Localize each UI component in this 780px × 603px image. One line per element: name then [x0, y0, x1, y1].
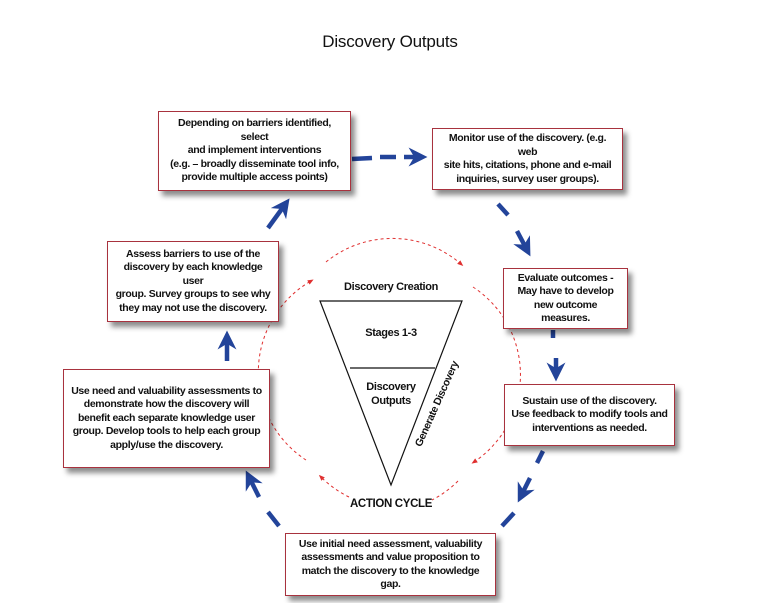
action-cycle-label: ACTION CYCLE: [349, 498, 433, 510]
inner-cycle-arc-bottom-right: [431, 480, 459, 501]
box-line: group. Survey groups to see why: [115, 288, 271, 301]
box-line: (e.g. – broadly disseminate tool info,: [170, 157, 339, 170]
box-line: demonstrate how the discovery will: [83, 398, 250, 411]
box-line: Use feedback to modify tools and: [511, 408, 668, 421]
box-line: Monitor use of the discovery. (e.g. web: [448, 132, 607, 158]
inner-cycle-arc-bottom-left: [318, 474, 350, 498]
box-line: interventions as needed.: [532, 421, 647, 434]
box-line: apply/use the discovery.: [110, 438, 223, 451]
box-line: Assess barriers to use of the: [126, 247, 260, 260]
box-line: group. Develop tools to help each group: [72, 425, 261, 438]
arrow-assess-to-implement: [266, 198, 290, 230]
box-line: discovery by each knowledge user: [123, 261, 263, 287]
box-line: provide multiple access points): [181, 171, 328, 184]
funnel-lower-section-label: Discovery Outputs: [340, 380, 442, 408]
box-line: benefit each separate knowledge user: [77, 411, 256, 424]
inner-cycle-arc-left: [257, 279, 314, 461]
box-line: Sustain use of the discovery.: [522, 394, 657, 407]
arrow-monitor-to-evaluate: [496, 202, 510, 217]
box-evaluate-outcomes: Evaluate outcomes - May have to develop …: [503, 268, 628, 329]
arrow-sustain-to-match: [534, 449, 546, 465]
box-line: May have to develop: [517, 285, 614, 297]
box-monitor-use: Monitor use of the discovery. (e.g. web …: [432, 128, 623, 190]
funnel-lower-line-1: Discovery: [366, 381, 416, 393]
box-line: new outcome measures.: [533, 298, 598, 325]
funnel: [319, 300, 463, 487]
box-line: site hits, citations, phone and e-mail: [443, 159, 612, 171]
funnel-lower-line-2: Outputs: [371, 395, 411, 407]
box-line: inquiries, survey user groups).: [456, 172, 599, 185]
box-line: they may not use the discovery.: [119, 301, 267, 314]
diagram-title: Discovery Outputs: [322, 32, 458, 51]
inner-cycle-arc-top: [325, 237, 464, 266]
box-sustain-use: Sustain use of the discovery. Use feedba…: [504, 384, 675, 446]
box-line: Use initial need assessment, valuability: [298, 537, 483, 550]
box-line: Evaluate outcomes -: [517, 271, 614, 284]
box-line: and implement interventions: [187, 144, 322, 157]
box-match-knowledge-gap: Use initial need assessment, valuability…: [285, 533, 496, 596]
arrow-match-to-demonstrate: [266, 510, 281, 528]
box-assess-barriers: Assess barriers to use of the discovery …: [107, 241, 279, 322]
arrow-implement-to-monitor: [351, 155, 373, 162]
box-line: assessments and value proposition to: [301, 551, 480, 563]
box-line: Depending on barriers identified, select: [178, 117, 331, 143]
box-line: Use need and valuability assessments to: [71, 384, 262, 397]
inner-cycle: [257, 237, 521, 501]
box-demonstrate-benefit: Use need and valuability assessments to …: [63, 369, 270, 468]
box-line: match the discovery to the knowledge gap…: [301, 564, 480, 591]
inner-cycle-arc-right: [471, 286, 521, 464]
funnel-top-label: Discovery Creation: [344, 281, 438, 293]
outer-cycle: [217, 147, 566, 528]
funnel-upper-section-label: Stages 1-3: [365, 327, 417, 339]
funnel-triangle: [319, 300, 463, 487]
box-implement-interventions: Depending on barriers identified, select…: [158, 111, 351, 191]
